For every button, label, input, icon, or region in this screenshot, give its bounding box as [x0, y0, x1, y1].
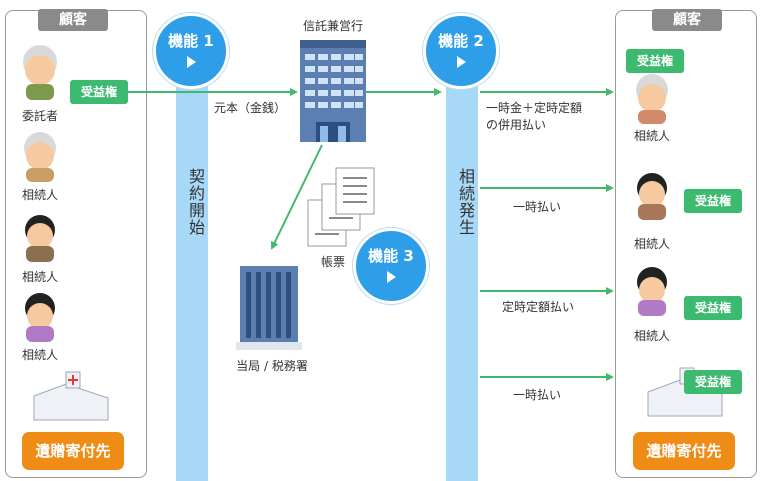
- heir-woman-icon-right: [637, 267, 667, 316]
- combined-payment-label-line2: の併用払い: [486, 118, 547, 132]
- lump-sum-label-1: 一時払い: [513, 200, 562, 214]
- beneficiary-badge-right-1: 受益権: [626, 49, 684, 73]
- function-1-label: 機能 1: [168, 32, 214, 50]
- function-3-circle: 機能 3: [353, 228, 429, 304]
- principal-label: 元本（金銭）: [214, 101, 287, 115]
- beneficiary-badge-left: 受益権: [70, 80, 128, 104]
- play-icon: [457, 56, 466, 68]
- beneficiary-badge-right-4: 受益権: [684, 370, 742, 394]
- flow-arrows: [128, 88, 614, 381]
- ledger-documents-icon: [307, 167, 375, 247]
- heir-woman-icon-left: [25, 293, 55, 342]
- play-icon: [387, 271, 396, 283]
- contract-start-label: 契約開始: [186, 168, 205, 236]
- settlor-label: 委託者: [21, 109, 58, 123]
- inheritance-band: [446, 60, 478, 481]
- function-2-label: 機能 2: [438, 32, 484, 50]
- report-arrow: [271, 144, 323, 250]
- right-panel-title: 顧客: [652, 9, 722, 31]
- left-panel-title: 顧客: [38, 9, 108, 31]
- heir-man-icon-right: [637, 173, 667, 220]
- ledger-label: 帳票: [320, 255, 345, 269]
- heir-label-right-3: 相続人: [633, 329, 670, 343]
- bank-building-icon: [300, 40, 366, 142]
- bequest-org-badge-left: 遺贈寄付先: [22, 432, 124, 470]
- play-icon: [187, 56, 196, 68]
- heir-label-left-3: 相続人: [21, 348, 58, 362]
- heir-man-icon-left: [25, 215, 55, 262]
- heir-elderly-icon-right: [636, 74, 668, 124]
- bank-label: 信託兼営行: [302, 19, 363, 33]
- beneficiary-badge-right-2: 受益権: [684, 189, 742, 213]
- inheritance-label: 相続発生: [456, 168, 475, 236]
- lump-sum-label-2: 一時払い: [513, 388, 562, 402]
- function-3-label: 機能 3: [368, 247, 414, 265]
- heir-label-left-1: 相続人: [21, 188, 58, 202]
- authority-building-icon: [236, 266, 302, 350]
- heir-label-left-2: 相続人: [21, 270, 58, 284]
- beneficiary-badge-right-3: 受益権: [684, 296, 742, 320]
- hospital-icon-left: [33, 371, 109, 421]
- fixed-payment-label: 定時定額払い: [502, 300, 575, 314]
- function-2-circle: 機能 2: [423, 13, 499, 89]
- combined-payment-label-line1: 一時金＋定時定額: [486, 101, 583, 115]
- bequest-org-badge-right: 遺贈寄付先: [633, 432, 735, 470]
- settlor-icon: [23, 45, 57, 100]
- heir-label-right-2: 相続人: [633, 237, 670, 251]
- heir-label-right-1: 相続人: [633, 129, 670, 143]
- authority-label: 当局 / 税務署: [236, 359, 308, 373]
- function-1-circle: 機能 1: [153, 13, 229, 89]
- contract-start-band: [176, 60, 208, 481]
- heir-elderly-icon-left: [24, 132, 56, 182]
